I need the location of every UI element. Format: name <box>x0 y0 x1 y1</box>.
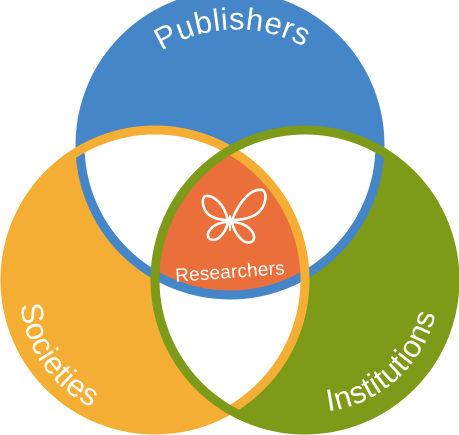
ring-institutions <box>150 125 459 435</box>
ring-societies <box>0 125 310 435</box>
overlap-center <box>155 130 305 295</box>
butterfly-icon <box>201 188 267 244</box>
